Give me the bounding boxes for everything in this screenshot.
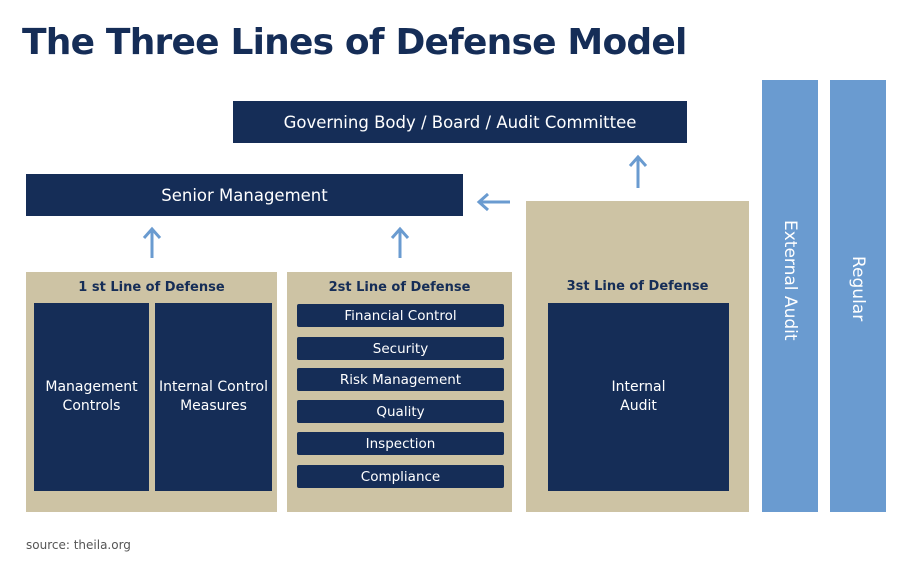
third-line-label: 3st Line of Defense (566, 279, 709, 294)
second-line-label: 2st Line of Defense (328, 280, 471, 295)
arrow-up-1st-to-senior-icon (142, 226, 162, 258)
arrow-up-3rd-to-governing-icon (628, 154, 648, 188)
risk-management-item: Risk Management (297, 368, 504, 391)
internal-audit-label: Internal Audit (611, 379, 666, 414)
inspection-item: Inspection (297, 432, 504, 455)
governing-body-box: Governing Body / Board / Audit Committee (233, 101, 687, 143)
internal-audit-box: Internal Audit (548, 303, 729, 491)
arrow-up-2nd-to-senior-icon (390, 226, 410, 258)
senior-management-box: Senior Management (26, 174, 463, 216)
internal-control-measures-box: Internal Control Measures (155, 303, 272, 491)
financial-control-item: Financial Control (297, 304, 504, 327)
first-line-label: 1 st Line of Defense (78, 280, 225, 295)
quality-item: Quality (297, 400, 504, 423)
compliance-item: Compliance (297, 465, 504, 488)
arrow-left-3rd-to-senior-icon (476, 192, 510, 212)
regulator-label: Regular (848, 256, 868, 322)
diagram-title: The Three Lines of Defense Model (22, 22, 687, 63)
external-audit-bar: External Audit (762, 80, 818, 512)
source-note: source: theila.org (26, 538, 131, 552)
regulator-bar: Regular (830, 80, 886, 512)
external-audit-label: External Audit (780, 220, 800, 341)
management-controls-box: Management Controls (34, 303, 149, 491)
security-item: Security (297, 337, 504, 360)
